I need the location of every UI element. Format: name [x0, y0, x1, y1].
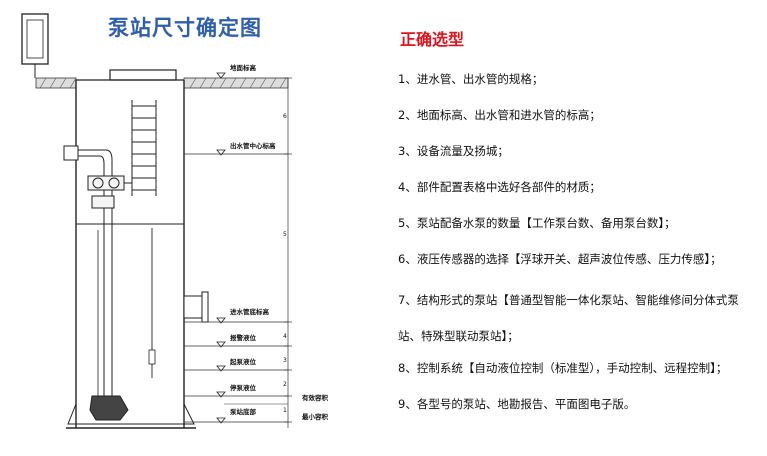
selection-item-9: 9、各型号的泵站、地勘报告、平面图电子版。 [398, 397, 636, 411]
selection-item-7: 7、结构形式的泵站【普通型智能一体化泵站、智能维修间分体式泵站、特殊型联动泵站】… [398, 293, 739, 343]
dimension-line [224, 77, 292, 428]
pump [89, 230, 129, 421]
dim-6: 6 [283, 113, 287, 120]
control-cabinet [21, 13, 49, 65]
label-station-bottom: 泵站底部 [229, 407, 257, 416]
selection-title: 正确选型 [400, 30, 465, 49]
pump-station-diagram: 6 5 4 3 2 1 地面标高 出水管中心标高 进水管底标高 报警液位 起泵液… [21, 13, 329, 429]
label-stop-level: 停泵液位 [230, 383, 257, 392]
label-effective-volume: 有效容积 [302, 393, 329, 402]
selection-item-5: 5、泵站配备水泵的数量【工作泵台数、备用泵台数】； [398, 216, 676, 230]
level-lines [184, 153, 288, 423]
selection-item-4: 4、部件配置表格中选好各部件的材质； [398, 180, 601, 194]
dim-3: 3 [283, 357, 287, 364]
station-body [66, 69, 196, 429]
label-min-volume: 最小容积 [302, 412, 329, 421]
selection-item-8: 8、控制系统【自动液位控制（标准型），手动控制、远程控制】； [398, 361, 728, 375]
label-alarm-level: 报警液位 [230, 333, 257, 342]
selection-item-3: 3、设备流量及扬城； [398, 144, 509, 158]
label-start-level: 起泵液位 [229, 357, 257, 366]
diagram-title: 泵站尺寸确定图 [108, 16, 262, 40]
dim-5: 5 [283, 231, 287, 238]
outlet-pipe [63, 145, 132, 404]
label-ground-level: 地面标高 [230, 63, 257, 72]
selection-item-2: 2、地面标高、出水管和进水管的标高； [398, 108, 601, 122]
selection-item-1: 1、进水管、出水管的规格； [398, 72, 544, 86]
dim-2: 2 [283, 381, 287, 388]
selection-item-6: 6、液压传感器的选择【浮球开关、超声波位传感、压力传感】； [398, 252, 722, 266]
inlet-pipe [183, 291, 209, 323]
label-outlet-center: 出水管中心标高 [230, 141, 276, 150]
dim-4: 4 [283, 333, 287, 340]
dim-1: 1 [283, 407, 287, 414]
ladder [131, 100, 157, 196]
label-inlet-bottom: 进水管底标高 [230, 307, 270, 316]
level-markers [216, 72, 226, 424]
